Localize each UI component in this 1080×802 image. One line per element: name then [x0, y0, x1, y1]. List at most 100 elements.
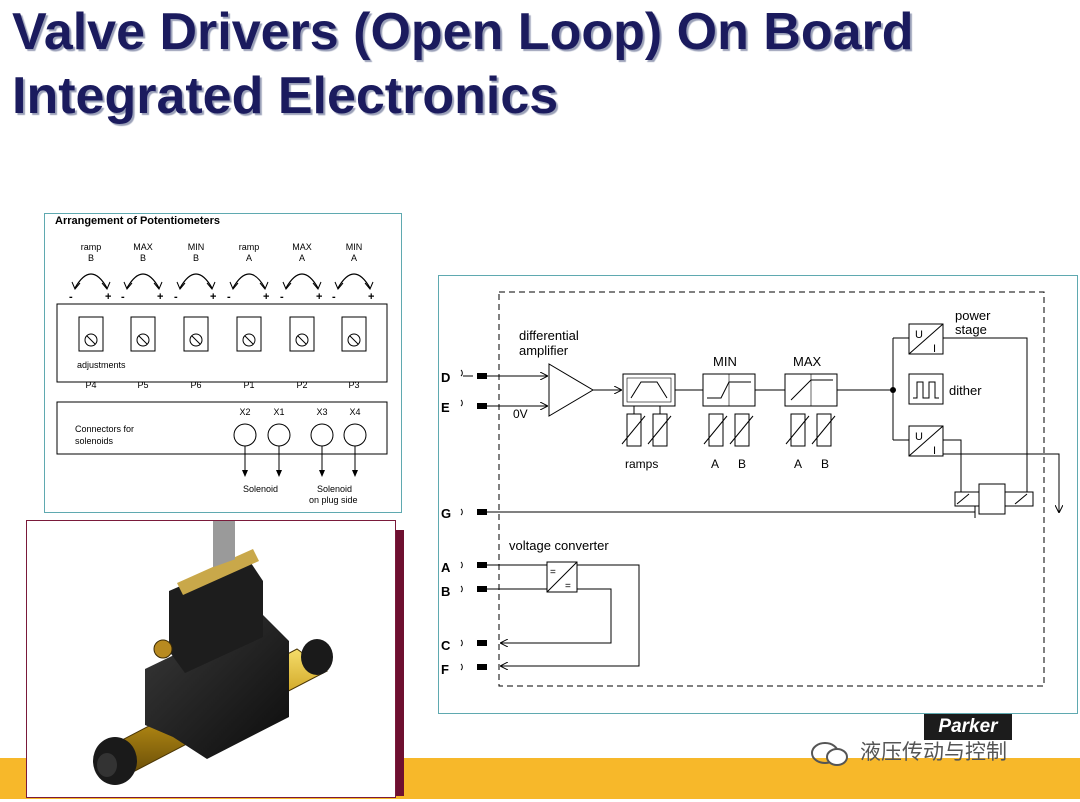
connectors-label-2: solenoids — [75, 436, 114, 446]
connector-label: X3 — [316, 407, 327, 417]
plus-label: + — [157, 291, 163, 303]
u-label-a: U — [915, 329, 923, 341]
svg-text:=: = — [550, 567, 556, 578]
pot-side-label: B — [88, 253, 94, 263]
power-stage-label-1: power — [955, 308, 991, 323]
pot-name-label: ramp — [81, 242, 102, 252]
rotation-arrow-icon — [232, 273, 266, 289]
plus-label: + — [316, 291, 322, 303]
pot-name-label: ramp — [239, 242, 260, 252]
min-label: MIN — [713, 354, 737, 369]
rotation-arrow-icon — [179, 273, 213, 289]
min-a-label: A — [711, 457, 719, 471]
slide-title-line-1: Valve Drivers (Open Loop) On Board — [12, 3, 914, 61]
solenoid-plug-label-2: on plug side — [309, 495, 358, 505]
pot-knob-icon — [136, 333, 150, 347]
u-label-b: U — [915, 431, 923, 443]
i-label-a: I — [933, 343, 936, 355]
connector-columns: X2 X1 X3 X4 — [233, 407, 367, 477]
adjustment-box — [56, 303, 388, 383]
pot-name-label: MAX — [133, 242, 153, 252]
voltage-converter-label: voltage converter — [509, 538, 609, 553]
pot-name-label: MIN — [188, 242, 205, 252]
rotation-arrow-icon — [126, 273, 160, 289]
min-b-label: B — [738, 457, 746, 471]
block-diagram: D E 0V differential amplifier ramps MIN — [441, 291, 1077, 687]
rotation-arrow-icon — [285, 273, 319, 289]
max-label: MAX — [793, 354, 822, 369]
plus-label: + — [210, 291, 216, 303]
minus-label: - — [121, 291, 125, 303]
connector-socket-icon — [233, 423, 257, 447]
electronics-boundary — [498, 291, 1045, 687]
svg-text:=: = — [565, 581, 571, 592]
connector-box — [56, 401, 388, 455]
pot-id-label: P4 — [85, 380, 96, 390]
parker-logo: Parker — [924, 714, 1012, 740]
pot-knob-icon — [84, 333, 98, 347]
max-a-label: A — [794, 457, 802, 471]
rotation-arrow-icon — [74, 273, 108, 289]
block-diagram-panel: D E 0V differential amplifier ramps MIN — [438, 275, 1078, 714]
rotation-arrow-icon — [337, 273, 371, 289]
watermark-text: 液压传动与控制 — [860, 740, 1007, 764]
chat-bubble-icon — [811, 742, 848, 766]
solenoid-label: Solenoid — [243, 484, 278, 494]
minus-label: - — [280, 291, 284, 303]
minus-label: - — [69, 291, 73, 303]
zero-volt-label: 0V — [513, 407, 528, 421]
pot-id-label: P2 — [296, 380, 307, 390]
pot-id-label: P5 — [137, 380, 148, 390]
adjustments-label: adjustments — [77, 360, 126, 370]
pot-id-label: P6 — [190, 380, 201, 390]
pin-c: C — [441, 638, 451, 653]
connector-label: X1 — [273, 407, 284, 417]
pin-a: A — [441, 560, 451, 575]
dither-label: dither — [949, 383, 982, 398]
diff-amp-triangle — [548, 363, 594, 417]
ramps-label: ramps — [625, 457, 658, 471]
connectors-label-1: Connectors for — [75, 424, 134, 434]
plus-label: + — [263, 291, 269, 303]
pin-e: E — [441, 400, 450, 415]
pot-name-label: MAX — [292, 242, 312, 252]
plus-label: + — [105, 291, 111, 303]
dither-block — [908, 373, 944, 405]
slide-title-line-2: Integrated Electronics — [12, 67, 559, 125]
pot-side-label: A — [299, 253, 305, 263]
pot-side-label: A — [351, 253, 357, 263]
solenoid-plug-label-1: Solenoid — [317, 484, 352, 494]
connector-socket-icon — [267, 423, 291, 447]
pot-knob-icon — [242, 333, 256, 347]
minus-label: - — [227, 291, 231, 303]
pot-name-label: MIN — [346, 242, 363, 252]
solenoid-valve-symbol — [978, 483, 1006, 515]
diff-amp-label-2: amplifier — [519, 343, 569, 358]
pot-heading: Arrangement of Potentiometers — [55, 215, 220, 227]
pin-b: B — [441, 584, 450, 599]
minus-label: - — [332, 291, 336, 303]
pot-id-label: P1 — [243, 380, 254, 390]
pin-d: D — [441, 370, 450, 385]
connector-socket-icon — [343, 423, 367, 447]
connector-socket-icon — [310, 423, 334, 447]
photo-shadow — [394, 530, 404, 796]
pot-id-label: P3 — [348, 380, 359, 390]
power-stage-label-2: stage — [955, 322, 987, 337]
potentiometer-diagram: Arrangement of Potentiometers rampB-+P4M… — [55, 215, 388, 505]
pot-side-label: B — [193, 253, 199, 263]
pot-columns: rampB-+P4MAXB-+P5MINB-+P6rampA-+P1MAXA-+… — [69, 242, 374, 390]
plus-label: + — [368, 291, 374, 303]
diff-amp-label-1: differential — [519, 328, 579, 343]
i-label-b: I — [933, 445, 936, 457]
pot-side-label: A — [246, 253, 252, 263]
max-b-label: B — [821, 457, 829, 471]
pot-side-label: B — [140, 253, 146, 263]
pot-knob-icon — [295, 333, 309, 347]
pot-knob-icon — [347, 333, 361, 347]
valve-photo-panel — [26, 499, 396, 798]
connector-label: X4 — [349, 407, 360, 417]
connector-label: X2 — [239, 407, 250, 417]
pin-f: F — [441, 662, 449, 677]
